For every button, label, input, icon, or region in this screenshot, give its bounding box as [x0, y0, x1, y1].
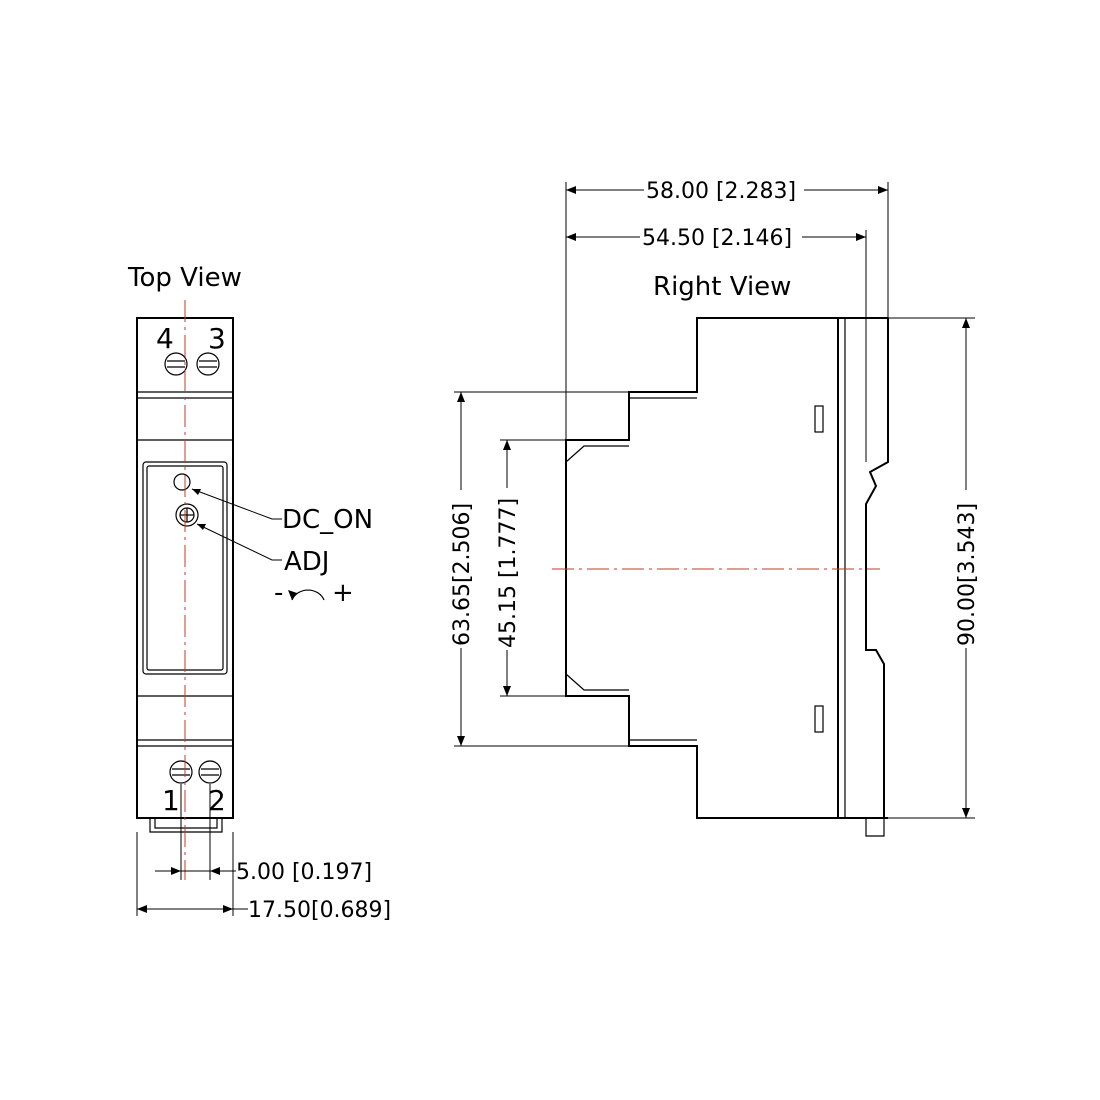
top-view-title: Top View [127, 263, 242, 293]
adj-leader [196, 523, 282, 561]
height-step-dimension-label: 63.65[2.506] [450, 503, 475, 646]
adj-rotation-arc-icon [291, 589, 325, 601]
right-view-body-outline [565, 317, 888, 819]
screw-terminal-1 [169, 760, 193, 784]
bottom-screw-terminals [169, 760, 222, 784]
depth-total-dimension-label: 58.00 [2.283] [646, 179, 796, 204]
pin-label-4: 4 [156, 322, 174, 355]
vent-slot-lower [814, 705, 824, 733]
vent-slot-upper [814, 405, 824, 433]
screw-terminal-4 [164, 352, 188, 376]
screw-terminal-2 [198, 760, 222, 784]
din-clip-tab [149, 818, 223, 833]
pin-label-1: 1 [162, 784, 180, 817]
adj-plus-label: + [332, 578, 354, 608]
pitch-dimension-label: 5.00 [0.197] [236, 860, 372, 885]
top-screw-terminals [164, 352, 220, 376]
right-view: Right View 58.00 [2.283] 54.50 [2.1 [450, 179, 980, 837]
dc-on-leader [191, 488, 282, 520]
dc-on-label: DC_ON [282, 505, 373, 535]
top-view-body-outline [136, 317, 234, 819]
dc-on-led [173, 473, 191, 491]
screw-terminal-3 [196, 352, 220, 376]
top-view: Top View 4 3 1 [127, 263, 391, 923]
pin-label-2: 2 [208, 784, 226, 817]
height-total-dimension-label: 90.00[3.543] [955, 503, 980, 646]
din-clip-latch [865, 818, 885, 837]
height-front-dimension-label: 45.15 [1.777] [496, 498, 521, 648]
adj-minus-label: - [274, 578, 283, 608]
adj-label: ADJ [284, 547, 329, 577]
right-view-title: Right View [653, 272, 791, 302]
din-rail-clip-profile [865, 318, 889, 819]
pin-label-3: 3 [208, 322, 226, 355]
adj-potentiometer [175, 503, 199, 527]
depth-body-dimension-label: 54.50 [2.146] [642, 226, 792, 251]
width-dimension-label: 17.50[0.689] [248, 898, 391, 923]
